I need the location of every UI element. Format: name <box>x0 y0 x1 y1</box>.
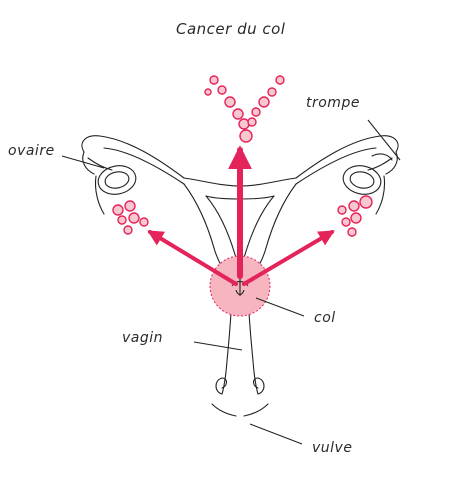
ovary-right <box>342 165 382 195</box>
arrow-left <box>147 230 238 286</box>
cervix-tumor <box>209 255 271 317</box>
ovary-left <box>97 165 137 195</box>
lymph-nodes-left <box>112 200 149 235</box>
label-vulva: vulve <box>312 440 353 456</box>
label-cervix: col <box>314 310 336 326</box>
vulva-leader <box>249 423 303 445</box>
tube-leader <box>367 119 401 161</box>
diagram-title: Cancer du col <box>176 20 286 38</box>
label-ovary: ovaire <box>8 143 55 159</box>
uterus-outline <box>81 135 399 417</box>
label-vagina: vagin <box>122 330 164 346</box>
spread-arrows <box>147 145 335 286</box>
vagina-leader <box>193 341 243 351</box>
lymph-nodes-top <box>204 75 285 143</box>
ovary-leader <box>61 155 105 169</box>
cervix-leader <box>255 297 305 317</box>
label-tube: trompe <box>306 95 360 111</box>
leader-lines <box>61 119 401 445</box>
lymph-nodes-right <box>337 195 373 237</box>
arrow-right <box>242 230 335 286</box>
